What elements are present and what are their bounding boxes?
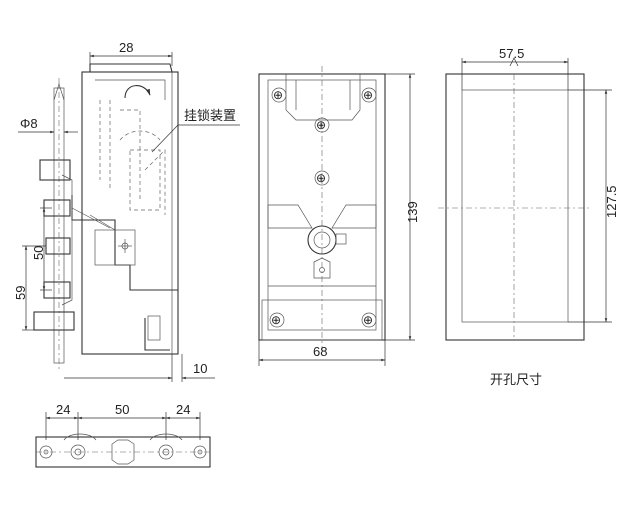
mount-block-top bbox=[39, 159, 71, 181]
bottom-hole-1 bbox=[39, 445, 53, 459]
side-view: 挂锁装置 28 Φ8 50 59 10 bbox=[13, 40, 240, 382]
svg-text:⊕: ⊕ bbox=[363, 313, 373, 327]
bottom-view: 24 50 24 bbox=[35, 402, 211, 468]
svg-text:⊕: ⊕ bbox=[316, 118, 326, 132]
cutout-outer bbox=[445, 73, 585, 341]
dim-10-label: 10 bbox=[193, 361, 207, 376]
front-screw-tr: ⊕ bbox=[361, 87, 377, 103]
dim-127-5-label: 127.5 bbox=[604, 185, 619, 218]
svg-text:⊕: ⊕ bbox=[316, 171, 326, 185]
front-view: ⊕ ⊕ ⊕ ⊕ ⊕ ⊕ bbox=[258, 66, 420, 366]
dim-68-label: 68 bbox=[313, 344, 327, 359]
bottom-hole-2 bbox=[70, 444, 86, 460]
lock-device-label: 挂锁装置 bbox=[184, 108, 236, 124]
side-plate-outline bbox=[81, 71, 179, 355]
top-bracket bbox=[89, 63, 173, 73]
rotation-arrow bbox=[124, 85, 151, 99]
svg-text:⊕: ⊕ bbox=[273, 88, 283, 102]
dim-dia-label: Φ8 bbox=[20, 116, 38, 131]
front-screw-br: ⊕ bbox=[361, 312, 377, 328]
cutout-caption: 开孔尺寸 bbox=[490, 373, 542, 388]
callout-leader bbox=[151, 124, 179, 153]
dim-50-bottom-label: 50 bbox=[115, 402, 129, 417]
svg-text:⊕: ⊕ bbox=[363, 88, 373, 102]
dim-24-right-label: 24 bbox=[176, 402, 190, 417]
front-screw-c2: ⊕ bbox=[314, 170, 330, 186]
cutout-view: 57.5 127.5 开孔尺寸 bbox=[438, 46, 619, 388]
cutout-inner bbox=[461, 89, 569, 323]
dim-50-label: 50 bbox=[31, 246, 46, 260]
bottom-hole-3 bbox=[158, 444, 174, 460]
front-screw-c1: ⊕ bbox=[314, 117, 330, 133]
svg-text:⊕: ⊕ bbox=[271, 313, 281, 327]
front-screw-bl: ⊕ bbox=[269, 312, 285, 328]
front-screw-tl: ⊕ bbox=[271, 87, 287, 103]
dim-24-left-label: 24 bbox=[56, 402, 70, 417]
dim-59-label: 59 bbox=[13, 286, 28, 300]
dim-28-label: 28 bbox=[119, 40, 133, 55]
dim-57-5-label: 57.5 bbox=[499, 46, 524, 61]
dim-139-label: 139 bbox=[405, 201, 420, 223]
bottom-hole-4 bbox=[193, 445, 207, 459]
mount-block-bottom bbox=[33, 311, 75, 331]
bottom-center-hub bbox=[111, 439, 135, 465]
